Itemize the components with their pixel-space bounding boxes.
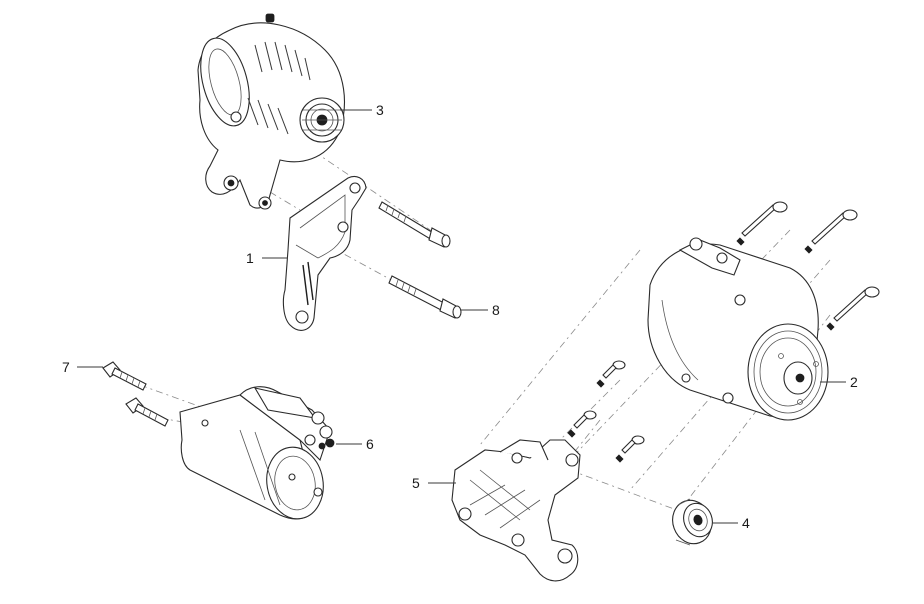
callout-4: 4 [742, 515, 750, 531]
alternator-icon [192, 14, 344, 209]
bolt-icon [126, 398, 168, 426]
callout-3: 3 [376, 102, 384, 118]
bracket-icon [283, 176, 366, 330]
starter-motor-icon [180, 387, 334, 524]
callout-2: 2 [850, 374, 858, 390]
compressor-bracket-icon [452, 440, 580, 581]
bolt-icon [805, 210, 857, 253]
bolt-icon [616, 436, 644, 462]
leader-lines [77, 109, 846, 524]
bolt-icon [379, 202, 450, 247]
callout-8: 8 [492, 302, 500, 318]
callout-6: 6 [366, 436, 374, 452]
bolt-icon [389, 276, 461, 318]
callout-1: 1 [246, 250, 254, 266]
bolt-icon [737, 202, 787, 245]
callout-7: 7 [62, 359, 70, 375]
callout-5: 5 [412, 475, 420, 491]
ac-compressor-icon [648, 238, 828, 420]
bolt-icon [827, 287, 879, 330]
bolt-icon [597, 361, 625, 387]
idler-pulley-icon [667, 495, 718, 549]
bolt-icon [103, 362, 146, 390]
bolt-icon [568, 411, 596, 437]
